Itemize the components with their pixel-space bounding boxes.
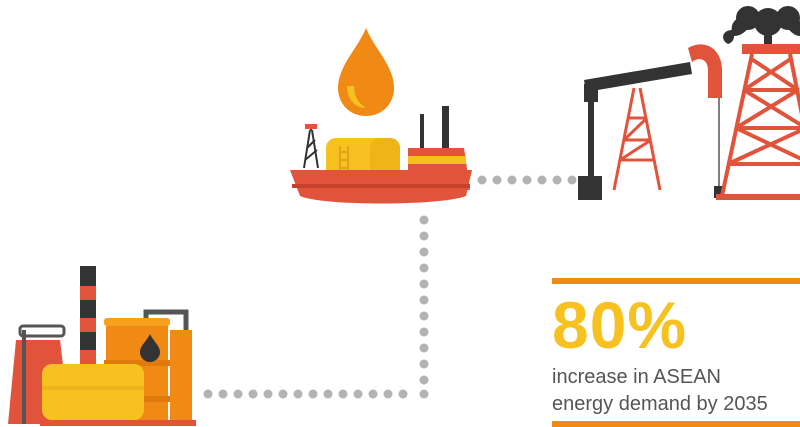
stat-top-rule — [552, 278, 800, 284]
oil-derrick-gusher-icon — [716, 6, 800, 200]
oil-pump-jack-and-derrick-icon — [578, 44, 724, 200]
stat-caption-line1: increase in ASEAN — [552, 366, 721, 388]
stat-value: 80% — [552, 288, 688, 362]
stat-caption-line2: energy demand by 2035 — [552, 393, 768, 415]
oil-tanker-ship-icon — [290, 106, 472, 204]
connector-ship-to-rig — [477, 175, 577, 185]
connector-ship-to-plant-horizontal — [203, 389, 408, 399]
connector-ship-to-plant-vertical — [419, 215, 429, 399]
stat-callout: 80% increase in ASEAN energy demand by 2… — [552, 278, 800, 427]
refinery-factory-icon — [8, 266, 196, 426]
stat-bottom-rule — [552, 421, 800, 427]
oil-drop-icon — [338, 28, 394, 116]
stat-caption: increase in ASEAN energy demand by 2035 — [552, 364, 800, 418]
